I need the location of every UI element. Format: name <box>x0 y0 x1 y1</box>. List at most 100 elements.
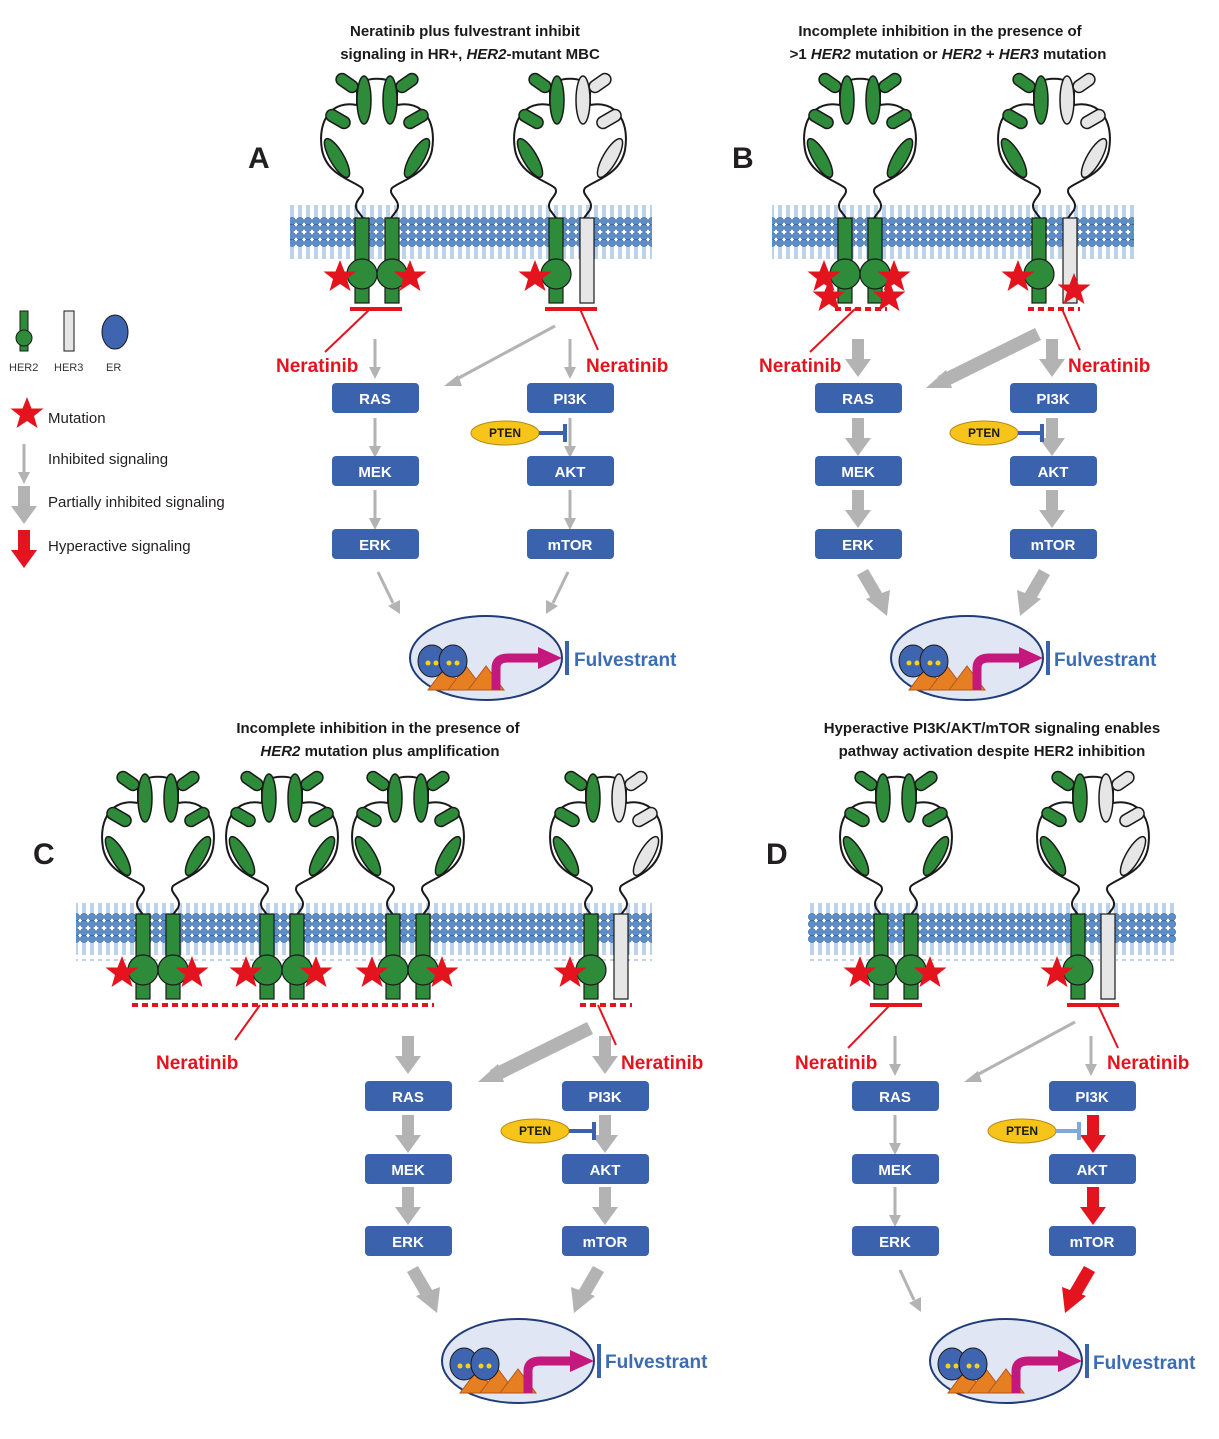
panel-d-membrane <box>808 903 1176 961</box>
panel-d-letter: D <box>766 838 788 871</box>
panel-c: Incomplete inhibition in the presence of… <box>33 720 708 1404</box>
panel-a-title-line2: signaling in HR+, HER2-mutant MBC <box>340 46 600 63</box>
her2-legend-icon <box>15 310 33 352</box>
panel-a-fulvestrant: Fulvestrant <box>574 650 677 671</box>
panel-d-mek-node: MEK <box>852 1154 939 1184</box>
panel-b: Incomplete inhibition in the presence of… <box>732 23 1157 701</box>
panel-c-mek-node: MEK <box>365 1154 452 1184</box>
partial-legend-label: Partially inhibited signaling <box>48 494 225 511</box>
svg-text:AKT: AKT <box>1038 464 1069 481</box>
panel-b-title-line2: >1 HER2 mutation or HER2 + HER3 mutation <box>790 46 1107 63</box>
panel-d-title-line2: pathway activation despite HER2 inhibiti… <box>839 743 1146 760</box>
panel-b-ras-node: RAS <box>815 383 902 413</box>
panel-a-her2-dimer <box>318 70 436 219</box>
panel-b-title-line1: Incomplete inhibition in the presence of <box>798 23 1082 40</box>
mutation-legend-label: Mutation <box>48 410 106 427</box>
panel-b-mek-node: MEK <box>815 456 902 486</box>
panel-d-neratinib-left: Neratinib <box>795 1053 877 1074</box>
panel-b-her2-her3-dimer <box>995 70 1113 219</box>
panel-a-neratinib-right: Neratinib <box>586 356 668 377</box>
panel-b-nucleus <box>890 615 1050 701</box>
svg-text:MEK: MEK <box>391 1162 425 1179</box>
panel-d: Hyperactive PI3K/AKT/mTOR signaling enab… <box>766 720 1196 1404</box>
her2-legend-label: HER2 <box>9 362 38 374</box>
svg-text:PTEN: PTEN <box>519 1124 551 1138</box>
svg-text:AKT: AKT <box>1077 1162 1108 1179</box>
svg-text:PTEN: PTEN <box>968 426 1000 440</box>
panel-b-her2-dimer <box>801 70 919 219</box>
svg-text:RAS: RAS <box>359 391 391 408</box>
svg-text:AKT: AKT <box>590 1162 621 1179</box>
panel-a-ras-node: RAS <box>332 383 419 413</box>
svg-text:RAS: RAS <box>842 391 874 408</box>
panel-c-pten: PTEN <box>500 1118 596 1144</box>
svg-text:ERK: ERK <box>392 1234 424 1251</box>
svg-text:MEK: MEK <box>878 1162 912 1179</box>
svg-text:MEK: MEK <box>841 464 875 481</box>
panel-d-nucleus <box>929 1318 1089 1404</box>
svg-text:ERK: ERK <box>879 1234 911 1251</box>
panel-c-erk-node: ERK <box>365 1226 452 1256</box>
panel-c-fulvestrant: Fulvestrant <box>605 1352 708 1373</box>
svg-text:AKT: AKT <box>555 464 586 481</box>
panel-a-pi3k-node: PI3K <box>527 383 614 413</box>
svg-text:PI3K: PI3K <box>1036 391 1070 408</box>
panel-d-her2-dimer <box>837 768 955 917</box>
svg-text:MEK: MEK <box>358 464 392 481</box>
inhibited-legend-label: Inhibited signaling <box>48 451 168 468</box>
svg-text:PI3K: PI3K <box>1075 1089 1109 1106</box>
panel-a-pten: PTEN <box>470 420 567 446</box>
panel-c-ras-node: RAS <box>365 1081 452 1111</box>
panel-c-membrane <box>76 903 652 961</box>
her3-legend-icon <box>63 310 75 352</box>
mutation-star-icon <box>10 397 44 428</box>
panel-a-akt-node: AKT <box>527 456 614 486</box>
panel-c-mtor-node: mTOR <box>562 1226 649 1256</box>
svg-text:ERK: ERK <box>842 537 874 554</box>
svg-text:PI3K: PI3K <box>588 1089 622 1106</box>
panel-b-membrane <box>772 205 1134 263</box>
svg-text:mTOR: mTOR <box>548 537 593 554</box>
panel-a-nucleus <box>409 615 569 701</box>
svg-text:ERK: ERK <box>359 537 391 554</box>
panel-c-title-line2: HER2 mutation plus amplification <box>260 743 499 760</box>
panel-b-pten: PTEN <box>949 420 1044 446</box>
panel-c-her2-dimer <box>99 768 217 917</box>
panel-d-ras-node: RAS <box>852 1081 939 1111</box>
panel-a: Neratinib plus fulvestrant inhibit signa… <box>248 23 677 701</box>
panel-d-erk-node: ERK <box>852 1226 939 1256</box>
panel-c-nucleus <box>441 1318 601 1404</box>
legend: HER2 HER3 ER Mutation Inhibited signalin… <box>9 310 225 568</box>
svg-text:mTOR: mTOR <box>1031 537 1076 554</box>
panel-c-pi3k-node: PI3K <box>562 1081 649 1111</box>
panel-a-title-line1: Neratinib plus fulvestrant inhibit <box>350 23 580 40</box>
inhibited-arrow-icon <box>16 442 32 486</box>
panel-a-membrane <box>290 205 652 263</box>
er-legend-icon <box>101 314 129 350</box>
svg-text:PTEN: PTEN <box>1006 1124 1038 1138</box>
svg-text:RAS: RAS <box>879 1089 911 1106</box>
panel-d-neratinib-right: Neratinib <box>1107 1053 1189 1074</box>
panel-a-mek-node: MEK <box>332 456 419 486</box>
panel-c-her2-dimer <box>223 768 341 917</box>
panel-a-neratinib-left: Neratinib <box>276 356 358 377</box>
panel-b-fulvestrant: Fulvestrant <box>1054 650 1157 671</box>
panel-b-akt-node: AKT <box>1010 456 1097 486</box>
her3-legend-label: HER3 <box>54 362 83 374</box>
panel-c-neratinib-right: Neratinib <box>621 1053 703 1074</box>
panel-b-mtor-node: mTOR <box>1010 529 1097 559</box>
panel-b-erk-node: ERK <box>815 529 902 559</box>
er-legend-label: ER <box>106 362 121 374</box>
panel-d-pten: PTEN <box>987 1118 1081 1144</box>
hyperactive-arrow-icon <box>11 530 37 568</box>
partial-arrow-icon <box>11 486 37 524</box>
panel-c-title-line1: Incomplete inhibition in the presence of <box>236 720 520 737</box>
svg-text:PI3K: PI3K <box>553 391 587 408</box>
panel-d-akt-node: AKT <box>1049 1154 1136 1184</box>
svg-text:mTOR: mTOR <box>1070 1234 1115 1251</box>
panel-d-her2-her3-dimer <box>1034 768 1152 917</box>
panel-b-neratinib-left: Neratinib <box>759 356 841 377</box>
panel-c-her2-her3-dimer <box>547 768 665 917</box>
hyperactive-legend-label: Hyperactive signaling <box>48 538 191 555</box>
